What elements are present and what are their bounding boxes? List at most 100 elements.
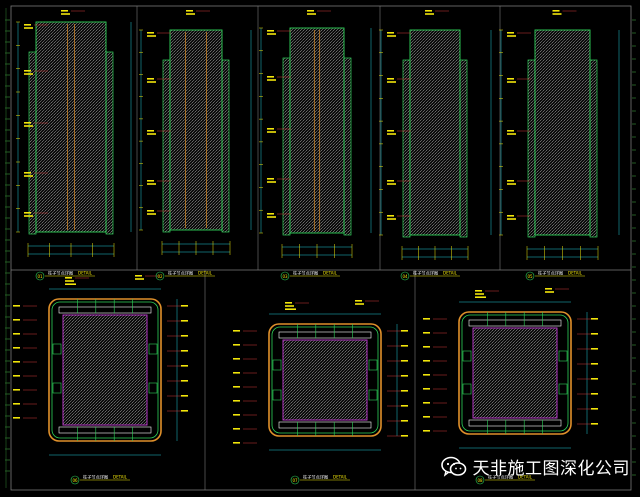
annotation-label	[65, 283, 76, 285]
detail-caption-text: 柱子节点详图	[83, 474, 108, 481]
annotation-label	[233, 344, 240, 346]
annotation-label	[267, 128, 274, 130]
annotation-label	[285, 302, 292, 304]
side-cladding-right	[589, 59, 598, 238]
annotation-label	[425, 13, 434, 15]
annotation-label	[401, 345, 408, 347]
annotation-label	[591, 318, 598, 320]
annotation-label	[285, 308, 296, 310]
annotation-label	[147, 180, 154, 182]
annotation-label	[181, 305, 188, 307]
column-plan-7	[233, 300, 408, 451]
annotation-label	[355, 303, 364, 305]
side-cladding-right	[459, 59, 468, 238]
detail-bubble	[475, 475, 485, 485]
annotation-label	[267, 216, 276, 218]
annotation-label	[181, 335, 188, 337]
annotation-label	[285, 305, 294, 307]
annotation-label	[233, 442, 240, 444]
annotation-label	[13, 375, 20, 377]
side-bracket	[368, 389, 378, 401]
concrete-core	[472, 327, 558, 419]
annotation-label	[147, 78, 154, 80]
annotation-label	[65, 277, 72, 279]
annotation-label	[423, 416, 430, 418]
annotation-label	[387, 215, 394, 217]
annotation-label	[507, 218, 516, 220]
annotation-label	[24, 122, 31, 124]
detail-caption-text: 柱子节点详图	[538, 270, 563, 277]
annotation-label	[387, 81, 396, 83]
annotation-label	[401, 375, 408, 377]
watermark: 天非施工图深化公司	[440, 454, 631, 479]
annotation-label	[387, 78, 394, 80]
detail-bubble	[280, 271, 290, 281]
side-bracket	[558, 383, 568, 395]
column-plan-details	[13, 275, 598, 456]
annotation-label	[475, 290, 482, 292]
annotation-label	[24, 125, 33, 127]
steel-band	[58, 306, 152, 314]
detail-bubble	[35, 271, 45, 281]
steel-band	[278, 421, 372, 429]
annotation-label	[24, 215, 33, 217]
outer-cladding	[268, 323, 382, 437]
annotation-label	[591, 333, 598, 335]
annotation-label	[147, 130, 154, 132]
annotation-label	[425, 10, 432, 12]
annotation-label	[387, 130, 394, 132]
column-elevation-2	[139, 10, 252, 255]
annotation-label	[507, 81, 516, 83]
detail-number: 03	[282, 274, 288, 279]
detail-caption-3: 03 柱子节点详图 DETAIL	[280, 270, 340, 281]
detail-caption-text: 柱子节点详图	[48, 270, 73, 277]
side-bracket	[148, 382, 158, 394]
annotation-label	[507, 130, 514, 132]
annotation-label	[267, 30, 274, 32]
column-elevation-4	[379, 10, 492, 260]
annotation-label	[423, 318, 430, 320]
annotation-label	[423, 388, 430, 390]
annotation-label	[24, 212, 31, 214]
annotation-label	[233, 358, 240, 360]
sheet-frame	[5, 5, 636, 491]
annotation-label	[401, 390, 408, 392]
annotation-label	[507, 133, 516, 135]
annotation-label	[181, 350, 188, 352]
annotation-label	[423, 430, 430, 432]
detail-tag: DETAIL	[323, 271, 338, 276]
detail-number: 05	[527, 274, 533, 279]
side-cladding-right	[343, 57, 352, 236]
cladding-outline	[51, 301, 159, 439]
detail-caption-text: 柱子节点详图	[293, 270, 318, 277]
annotation-label	[13, 333, 20, 335]
annotation-label	[387, 32, 394, 34]
annotation-label	[552, 10, 560, 12]
steel-band	[58, 426, 152, 434]
column-panel	[35, 21, 107, 233]
annotation-label	[387, 180, 394, 182]
column-elevations	[16, 10, 620, 260]
annotation-label	[423, 346, 430, 348]
wechat-icon	[440, 456, 466, 477]
annotation-label	[401, 420, 408, 422]
annotation-label	[181, 365, 188, 367]
annotation-label	[267, 181, 276, 183]
annotation-label	[591, 348, 598, 350]
annotation-label	[267, 33, 276, 35]
annotation-label	[387, 35, 396, 37]
detail-tag: DETAIL	[443, 271, 458, 276]
sheet-border	[10, 5, 632, 491]
annotation-label	[13, 319, 20, 321]
annotation-label	[267, 131, 276, 133]
annotation-label	[233, 400, 240, 402]
side-bracket	[272, 389, 282, 401]
outer-cladding	[48, 298, 162, 442]
detail-number: 02	[157, 274, 163, 279]
steel-band	[468, 419, 562, 427]
annotation-label	[181, 320, 188, 322]
